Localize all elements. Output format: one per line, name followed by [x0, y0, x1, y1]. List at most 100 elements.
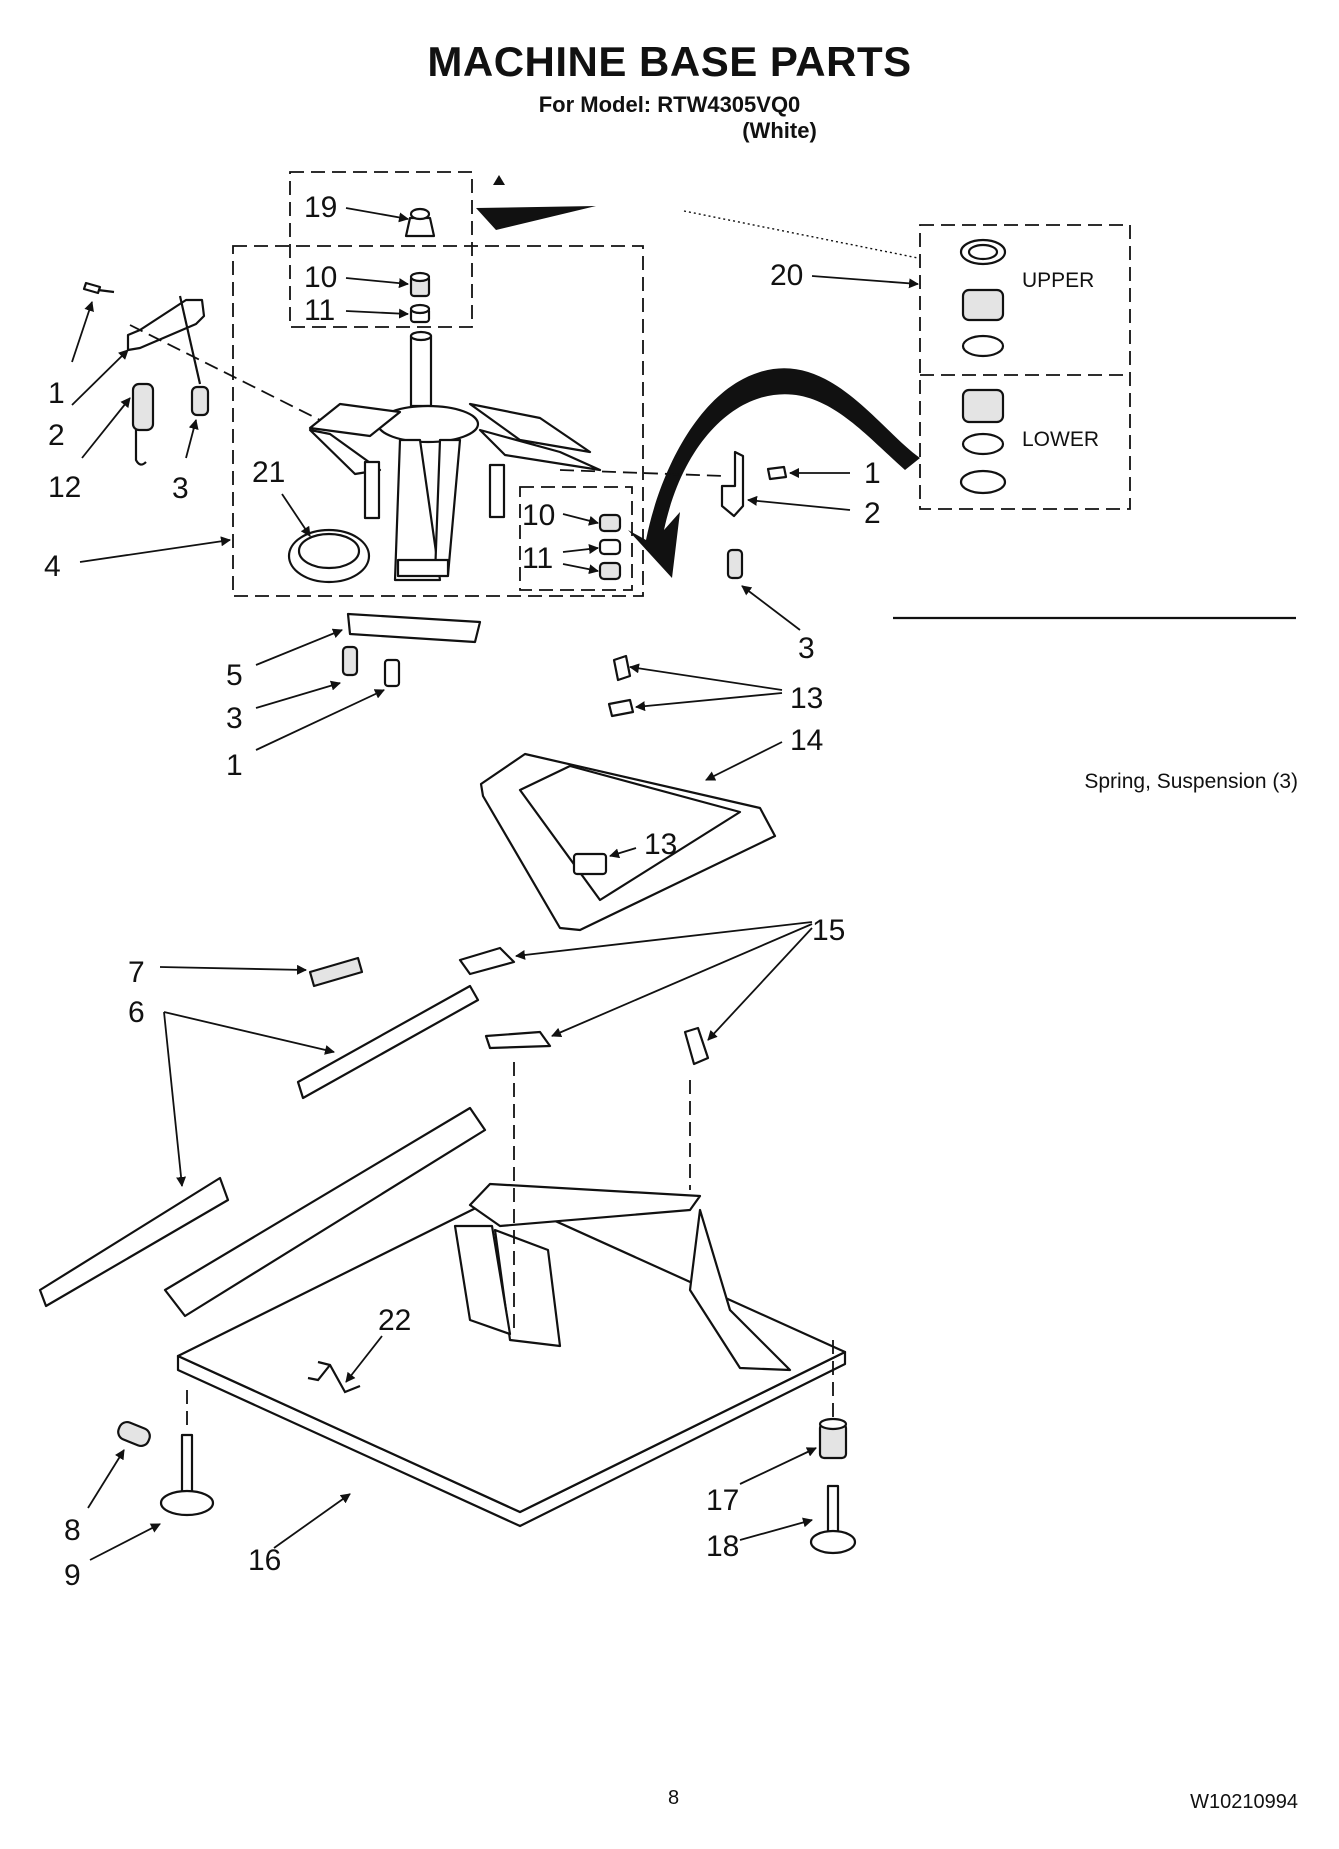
inset-lower-label: LOWER: [1022, 428, 1099, 451]
callout-20: 20: [770, 259, 803, 292]
lower-bearing-set: [959, 388, 1007, 495]
callout-19: 19: [304, 191, 337, 224]
leader-3c: [255, 680, 341, 709]
leader-10b: [562, 513, 599, 526]
bushing-19: [404, 207, 436, 238]
dashed-box-inset: [919, 224, 1131, 510]
bushing-11-lower-a: [598, 538, 622, 556]
callout-10-top: 10: [304, 261, 337, 294]
bolt-1-right: [766, 465, 788, 481]
clip-15-c: [683, 1026, 710, 1066]
small-arrow-marker: [493, 175, 505, 185]
bracket-2-right: [720, 450, 745, 518]
callout-17: 17: [706, 1484, 739, 1517]
spring-3-center: [341, 645, 359, 677]
cap-8: [117, 1420, 151, 1448]
pointer-arrow: [476, 206, 596, 230]
callout-22: 22: [378, 1304, 411, 1337]
leader-16: [273, 1493, 351, 1549]
leader-14: [705, 741, 783, 781]
callout-9: 9: [64, 1559, 81, 1592]
callout-3-right: 3: [798, 632, 815, 665]
leader-15a: [515, 921, 813, 960]
leader-13b: [635, 692, 783, 712]
leader-1c: [255, 689, 385, 751]
ring-21: [287, 528, 371, 584]
callout-6: 6: [128, 996, 145, 1029]
doc-number: W10210994: [1190, 1791, 1298, 1813]
bushing-10-lower: [598, 513, 622, 533]
callout-11-top: 11: [304, 294, 335, 327]
frame-14: [479, 752, 777, 932]
leader-20: [811, 275, 919, 289]
leader-2a: [71, 349, 129, 406]
leader-11a: [345, 308, 409, 319]
bushing-10-upper: [409, 271, 431, 298]
leader-22: [345, 1335, 383, 1383]
bushing-11-lower-b: [598, 561, 622, 581]
callout-10-box: 10: [522, 499, 555, 532]
model-line: For Model: RTW4305VQ0: [538, 92, 801, 117]
clip-13-c: [572, 852, 608, 876]
spring-note: Spring, Suspension (3): [1084, 770, 1298, 793]
callout-3-center: 3: [226, 702, 243, 735]
callout-15: 15: [812, 914, 845, 947]
upper-bearing-set: [959, 238, 1007, 358]
callout-4: 4: [44, 550, 61, 583]
callout-21: 21: [252, 456, 285, 489]
color-line: (White): [742, 118, 817, 143]
callout-2-left: 2: [48, 419, 65, 452]
callout-3-left: 3: [172, 472, 189, 505]
dashed-box-bushings: [519, 486, 633, 591]
callout-13-top: 13: [790, 682, 823, 715]
bushing-17: [818, 1417, 848, 1460]
callout-5: 5: [226, 659, 243, 692]
clip-13-b: [607, 698, 635, 718]
leader-15b: [551, 923, 813, 1038]
dashed-box-top: [289, 171, 473, 328]
bolt-1-center: [383, 658, 401, 688]
dashed-box-tub-support: [232, 245, 644, 597]
spring-7: [308, 956, 364, 988]
leader-3a: [185, 419, 199, 459]
leader-6b: [163, 1011, 187, 1187]
bushing-11-upper: [409, 303, 431, 324]
leader-2b: [747, 495, 851, 511]
leader-17: [739, 1447, 817, 1485]
leader-13a: [629, 663, 783, 691]
curved-arrow-inset: [628, 368, 920, 578]
inset-upper-label: UPPER: [1022, 269, 1094, 292]
plate-5: [346, 612, 482, 644]
leader-19: [345, 207, 409, 223]
clip-15-b: [484, 1030, 552, 1050]
base-16: [163, 1106, 847, 1528]
link-6-upper: [296, 984, 480, 1100]
leader-12: [81, 397, 131, 459]
hook-rod-left: [178, 295, 202, 385]
leader-8: [87, 1449, 125, 1509]
leader-13c: [609, 847, 637, 859]
leveling-leg-9: [159, 1433, 215, 1517]
leader-15c: [707, 927, 813, 1041]
leader-1a: [71, 301, 94, 363]
leader-11b: [562, 544, 599, 554]
spring-3-right: [726, 548, 744, 580]
bracket-2-left: [126, 298, 206, 352]
dotted-leader-inset: [683, 210, 919, 259]
callout-16: 16: [248, 1544, 281, 1577]
leader-10a: [345, 277, 409, 289]
callout-1-center: 1: [226, 749, 243, 782]
dash-right-link: [559, 469, 726, 477]
leader-18: [739, 1517, 813, 1541]
spring-12: [131, 382, 155, 466]
tub-support: [308, 330, 602, 582]
clip-22: [307, 1360, 361, 1394]
callout-12: 12: [48, 471, 81, 504]
callout-1-right: 1: [864, 457, 881, 490]
callout-14: 14: [790, 724, 823, 757]
callout-2-right: 2: [864, 497, 881, 530]
leader-11c: [562, 563, 599, 575]
leader-21: [281, 493, 311, 537]
